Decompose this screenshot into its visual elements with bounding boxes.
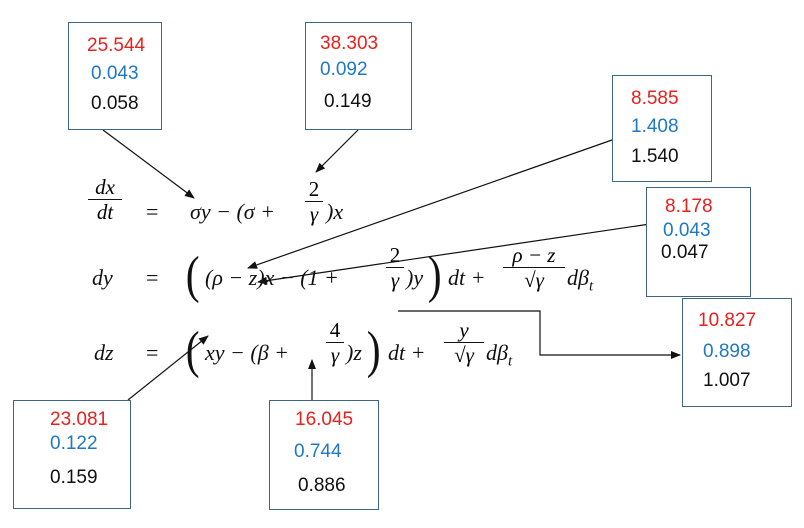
value-box-sigma-plus: 38.303 0.092 0.149	[305, 22, 412, 130]
value-box-beta: 16.045 0.744 0.886	[269, 400, 379, 510]
row3-lhs: dz	[94, 340, 114, 365]
row2-left-paren: (	[185, 247, 200, 304]
value-red: 8.585	[631, 88, 679, 109]
row1-lhs-fraction: dx dt	[88, 176, 122, 223]
value-blue: 1.408	[631, 116, 679, 137]
value-blue: 0.043	[663, 220, 711, 241]
value-box-sigma-y: 25.544 0.043 0.058	[68, 22, 162, 130]
row3-noise-num: y	[459, 318, 469, 342]
row2-tail-text: dβ	[567, 265, 589, 290]
value-black: 0.159	[50, 467, 98, 488]
row1-equals: =	[146, 199, 159, 224]
row3-equals: =	[146, 340, 159, 365]
value-red: 10.827	[698, 310, 757, 331]
value-red: 38.303	[320, 33, 379, 54]
value-box-xy: 23.081 0.122 0.159	[13, 400, 131, 509]
value-blue: 0.122	[50, 433, 98, 454]
arrow-xy	[127, 335, 209, 401]
row2-noise-frac: ρ − z √γ	[503, 244, 565, 291]
value-red: 25.544	[87, 35, 146, 56]
row3-tail-sub: t	[507, 353, 513, 370]
value-black: 0.149	[324, 91, 372, 112]
row3-frac-den: γ	[330, 343, 340, 367]
value-box-rho: 8.585 1.408 1.540	[612, 75, 712, 182]
row3-tail: dβt	[486, 340, 512, 370]
value-box-one-plus: 8.178 0.043 0.047	[646, 187, 751, 297]
row1-part2: )x	[326, 199, 344, 224]
row3-tail-text: dβ	[486, 340, 508, 365]
fraction-bar	[444, 342, 484, 343]
value-red: 16.045	[295, 409, 354, 430]
fraction-bar	[305, 201, 323, 202]
fraction-bar	[386, 267, 404, 268]
fraction-bar	[503, 267, 565, 268]
fraction-bar	[88, 199, 122, 200]
row3-frac-num: 4	[329, 318, 341, 342]
row1-lhs-num: dx	[95, 175, 115, 199]
row2-right-paren: )	[427, 247, 442, 304]
row3-part2: )z	[346, 340, 362, 365]
row3-noise-frac: y √γ	[444, 319, 484, 366]
row1-part1: σy − (σ +	[190, 199, 275, 224]
row1-frac-num: 2	[308, 177, 320, 201]
value-red: 23.081	[50, 409, 109, 430]
row2-noise-den: √γ	[524, 268, 544, 292]
arrow-dy-noise	[398, 310, 681, 359]
value-black: 0.058	[91, 93, 139, 114]
value-black: 0.047	[661, 242, 709, 263]
row2-noise-num: ρ − z	[512, 243, 556, 267]
row2-dt: dt +	[448, 265, 486, 290]
row2-part1: (ρ − z)x − (1 +	[205, 265, 339, 290]
row2-equals: =	[146, 265, 159, 290]
arrow-sigma-plus	[315, 129, 359, 173]
row1-frac: 2 γ	[305, 178, 323, 225]
row3-frac: 4 γ	[326, 319, 344, 366]
row3-right-paren: )	[366, 322, 381, 379]
arrow-sigma-y	[102, 129, 195, 199]
fraction-bar	[326, 342, 344, 343]
value-blue: 0.744	[294, 441, 342, 462]
arrow-one-plus	[257, 223, 651, 285]
value-red: 8.178	[665, 196, 713, 217]
row2-tail: dβt	[567, 265, 593, 295]
row2-frac-den: γ	[390, 268, 400, 292]
row2-frac-num: 2	[389, 243, 401, 267]
value-blue: 0.898	[703, 341, 751, 362]
value-black: 0.886	[298, 475, 346, 496]
value-blue: 0.092	[320, 59, 368, 80]
arrow-rho	[247, 139, 613, 269]
row2-tail-sub: t	[588, 278, 594, 295]
value-box-dy-noise: 10.827 0.898 1.007	[682, 298, 792, 407]
value-black: 1.540	[631, 146, 679, 167]
row1-frac-den: γ	[309, 202, 319, 226]
row2-part2: )y	[406, 265, 424, 290]
value-blue: 0.043	[91, 63, 139, 84]
value-black: 1.007	[703, 370, 751, 391]
row3-noise-den: √γ	[454, 343, 474, 367]
row3-dt: dt +	[388, 340, 426, 365]
row3-left-paren: (	[185, 322, 200, 379]
row2-frac: 2 γ	[386, 244, 404, 291]
row3-part1: xy − (β +	[205, 340, 290, 365]
row2-lhs: dy	[92, 265, 113, 290]
row1-lhs-den: dt	[96, 200, 114, 224]
